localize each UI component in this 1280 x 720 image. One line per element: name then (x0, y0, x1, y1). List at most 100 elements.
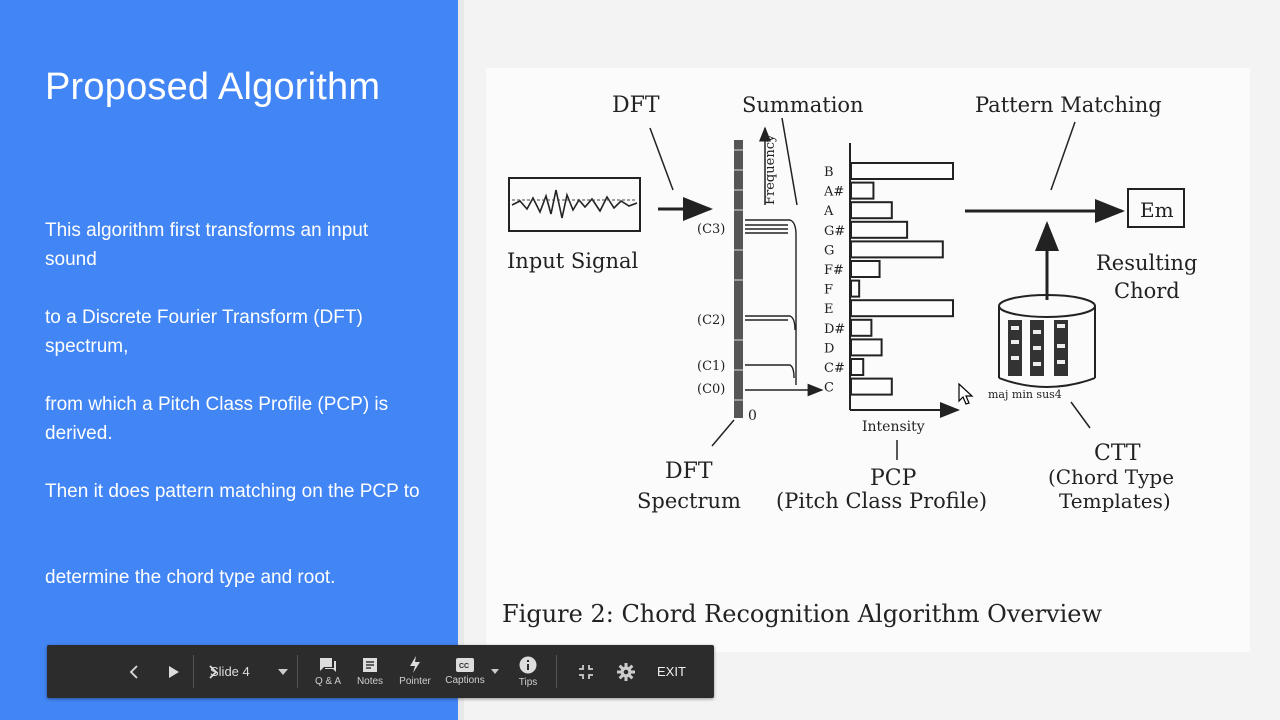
pointer-label: Pointer (399, 676, 431, 687)
dft-pointer-line (649, 127, 674, 191)
pcp-label-c: C (824, 381, 834, 396)
pcp-bar-g (850, 240, 944, 259)
dft-heading: DFT (612, 93, 660, 118)
captions-dropdown[interactable] (489, 645, 501, 698)
frequency-label: Frequency (763, 134, 778, 205)
laser-pointer-icon (410, 656, 420, 673)
pattern-pointer-line (1050, 121, 1076, 191)
summation-pointer-line (781, 117, 798, 206)
slide-text-panel: Proposed Algorithm This algorithm first … (0, 0, 458, 720)
pcp-bar-f-sharp (850, 260, 881, 278)
exit-label: EXIT (657, 664, 686, 679)
ctt-database-cylinder (998, 294, 1096, 388)
c2-label: (C2) (697, 313, 725, 328)
spectrum-zero: 0 (748, 408, 757, 424)
toolbar-divider (297, 655, 298, 688)
qa-icon (320, 657, 336, 672)
notes-label: Notes (356, 675, 384, 687)
result-chord-box (1127, 188, 1185, 228)
pointer-button[interactable]: Pointer (396, 645, 434, 698)
pcp-bar-e (850, 299, 954, 318)
pcp-label-g: G (824, 243, 834, 258)
qa-label: Q & A (314, 675, 342, 687)
ctt-label-3: Templates) (1059, 489, 1171, 513)
pcp-label-a: A (823, 204, 834, 219)
dropdown-caret-icon (277, 668, 288, 675)
resulting-label-2: Chord (1114, 279, 1180, 303)
panel-divider (458, 0, 464, 720)
pcp-bar-a-sharp (850, 181, 875, 200)
toolbar-divider (556, 655, 557, 688)
ctt-pointer-line (1070, 401, 1091, 429)
pcp-label-f: F (824, 283, 833, 298)
intensity-label: Intensity (862, 419, 925, 435)
exit-fullscreen-button[interactable] (575, 645, 597, 698)
slide-paragraph-3: from which a Pitch Class Profile (PCP) i… (45, 394, 389, 444)
pcp-label-b: B (824, 165, 834, 180)
c0-label: (C0) (697, 382, 725, 397)
pcp-bar-a (850, 201, 893, 220)
pcp-label-g-sharp: G# (824, 224, 845, 239)
chevron-right-icon (209, 664, 218, 679)
slide-paragraph-2: to a Discrete Fourier Transform (DFT) sp… (45, 307, 363, 357)
resulting-label-1: Resulting (1096, 251, 1197, 275)
pcp-label-a-sharp: A# (823, 185, 844, 200)
pcp-bar-d (850, 338, 883, 357)
result-chord-value: Em (1140, 198, 1174, 222)
pcp-label-d: D (824, 341, 834, 356)
settings-button[interactable] (614, 645, 638, 698)
dropdown-caret-icon (491, 669, 499, 674)
captions-button[interactable]: CC Captions (443, 645, 487, 698)
slide-title: Proposed Algorithm (45, 66, 381, 108)
svg-text:CC: CC (459, 663, 469, 670)
tips-label: Tips (518, 676, 538, 688)
figure-caption: Figure 2: Chord Recognition Algorithm Ov… (502, 600, 1102, 628)
pcp-label-1: PCP (870, 466, 917, 491)
pcp-bar-c-sharp (850, 358, 865, 376)
pattern-matching-heading: Pattern Matching (975, 93, 1162, 117)
play-button[interactable] (161, 645, 187, 698)
pcp-label-2: (Pitch Class Profile) (776, 489, 987, 513)
slide-selector-label: Slide 4 (210, 664, 250, 679)
input-signal-label: Input Signal (507, 249, 638, 273)
slide-paragraph-5: determine the chord type and root. (45, 567, 336, 588)
pcp-bar-g-sharp (850, 220, 909, 239)
chord-recognition-figure: DFT Summation Pattern Matching Input Sig… (502, 93, 1197, 628)
waveform (511, 189, 638, 219)
pcp-pitch-labels: BA#AG#GF#FED#DC#C (823, 165, 845, 396)
chevron-left-icon (129, 664, 138, 679)
dft-spectrum-label-2: Spectrum (637, 489, 741, 513)
dft-spectrum-bar (734, 140, 743, 418)
next-slide-button[interactable] (202, 645, 224, 698)
fullscreen-exit-icon (579, 664, 593, 679)
mouse-cursor-icon (958, 383, 974, 405)
notes-button[interactable]: Notes (353, 645, 387, 698)
input-signal-box (508, 177, 641, 232)
pcp-bar-b (850, 162, 954, 180)
captions-icon: CC (456, 657, 474, 672)
notes-icon (363, 657, 377, 672)
template-caption: maj min sus4 (988, 388, 1062, 401)
c3-label: (C3) (697, 222, 725, 237)
exit-button[interactable]: EXIT (657, 645, 686, 698)
slide-selector[interactable]: Slide 4 (210, 645, 288, 698)
dft-spectrum-pointer (711, 419, 735, 447)
pcp-bar-c (850, 377, 893, 396)
pcp-label-d-sharp: D# (824, 322, 845, 337)
captions-label: Captions (445, 674, 485, 686)
pcp-label-c-sharp: C# (824, 361, 845, 376)
summation-heading: Summation (742, 93, 864, 117)
toolbar-divider (193, 655, 194, 688)
c1-label: (C1) (697, 359, 725, 374)
pcp-bar-d-sharp (850, 318, 873, 337)
pcp-bar-f (850, 279, 861, 298)
slide-paragraph-1: This algorithm first transforms an input… (45, 220, 369, 270)
slide-paragraph-4: Then it does pattern matching on the PCP… (45, 481, 420, 502)
qa-button[interactable]: Q & A (311, 645, 345, 698)
previous-slide-button[interactable] (123, 645, 145, 698)
gear-icon (617, 662, 635, 681)
presentation-toolbar: Slide 4 Q & A Notes Pointer CC Captions … (47, 645, 714, 698)
tips-button[interactable]: Tips (513, 645, 543, 698)
pcp-label-f-sharp: F# (824, 263, 844, 278)
dft-spectrum-label-1: DFT (665, 459, 713, 484)
